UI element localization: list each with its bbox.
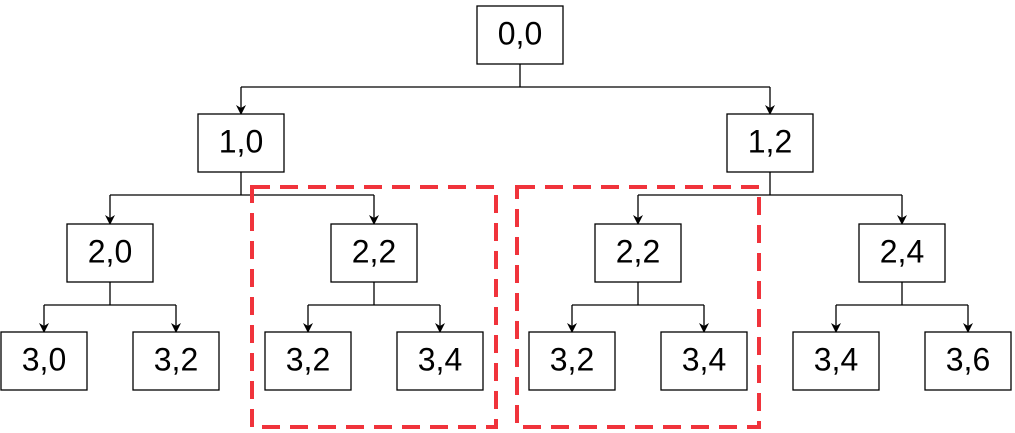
node-label: 3,2 bbox=[286, 341, 330, 377]
node-box bbox=[792, 331, 880, 391]
node-label: 0,0 bbox=[498, 15, 542, 51]
tree-node: 3,6 bbox=[924, 331, 1012, 391]
node-box bbox=[726, 113, 814, 173]
tree-node: 1,2 bbox=[726, 113, 814, 173]
node-label: 1,0 bbox=[219, 123, 263, 159]
edge-group-n12 bbox=[633, 172, 907, 225]
node-box bbox=[528, 331, 616, 391]
node-box bbox=[66, 223, 154, 283]
node-label: 2,2 bbox=[352, 233, 396, 269]
edge-group-n10 bbox=[105, 172, 379, 225]
node-box bbox=[660, 331, 748, 391]
node-label: 3,4 bbox=[682, 341, 726, 377]
edge-group-n22b bbox=[567, 282, 709, 333]
node-box bbox=[594, 223, 682, 283]
node-label: 3,6 bbox=[946, 341, 990, 377]
highlight-box-right-subtree bbox=[515, 185, 761, 429]
nodes: 0,0 1,0 1,2 2,0 2,2 2,2 2,4 3,0 3,2 3,2 3,4 3,2 3,4 3… bbox=[0, 5, 1012, 391]
node-label: 2,2 bbox=[616, 233, 660, 269]
tree-node: 2,2 bbox=[330, 223, 418, 283]
node-box bbox=[924, 331, 1012, 391]
node-box bbox=[197, 113, 285, 173]
node-box bbox=[330, 223, 418, 283]
node-label: 2,0 bbox=[88, 233, 132, 269]
edge-group-n22a bbox=[303, 282, 445, 333]
node-label: 3,4 bbox=[418, 341, 462, 377]
tree-node: 2,2 bbox=[594, 223, 682, 283]
tree-node: 3,4 bbox=[792, 331, 880, 391]
node-box bbox=[858, 223, 946, 283]
edge-group-n00 bbox=[236, 64, 775, 115]
tree-node: 1,0 bbox=[197, 113, 285, 173]
edge-group-n20 bbox=[39, 282, 181, 333]
tree-node: 3,4 bbox=[396, 331, 484, 391]
highlight-box-left-subtree bbox=[250, 185, 498, 429]
tree-node: 3,2 bbox=[528, 331, 616, 391]
edges bbox=[39, 64, 973, 333]
tree-node: 3,2 bbox=[264, 331, 352, 391]
node-label: 3,2 bbox=[550, 341, 594, 377]
node-box bbox=[264, 331, 352, 391]
tree-node: 3,2 bbox=[132, 331, 220, 391]
node-label: 1,2 bbox=[748, 123, 792, 159]
node-label: 2,4 bbox=[880, 233, 924, 269]
tree-node: 3,4 bbox=[660, 331, 748, 391]
node-label: 3,0 bbox=[22, 341, 66, 377]
tree-node: 0,0 bbox=[476, 5, 564, 65]
tree-node: 3,0 bbox=[0, 331, 88, 391]
tree-node: 2,0 bbox=[66, 223, 154, 283]
node-box bbox=[0, 331, 88, 391]
node-box bbox=[132, 331, 220, 391]
node-label: 3,4 bbox=[814, 341, 858, 377]
node-box bbox=[396, 331, 484, 391]
tree-node: 2,4 bbox=[858, 223, 946, 283]
edge-group-n24 bbox=[831, 282, 973, 333]
node-label: 3,2 bbox=[154, 341, 198, 377]
node-box bbox=[476, 5, 564, 65]
highlights bbox=[250, 185, 761, 429]
